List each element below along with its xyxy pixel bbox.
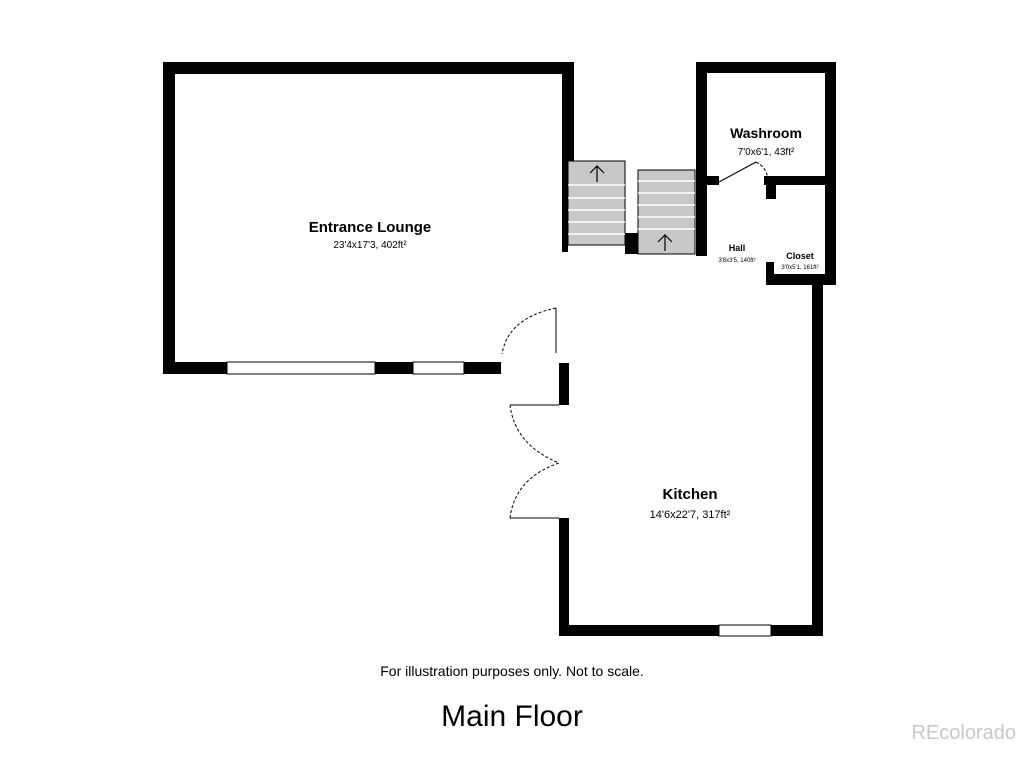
- washroom-door: [718, 161, 769, 183]
- hall-name: Hall: [729, 243, 746, 253]
- lounge-left-wall: [163, 62, 175, 374]
- washroom-walls: [696, 62, 836, 256]
- lounge-right-wall-lower: [562, 162, 568, 252]
- lounge-door: [501, 307, 557, 355]
- lounge-windows: [226, 361, 465, 375]
- kitchen-left-wall: [559, 518, 569, 636]
- floor-title: Main Floor: [441, 700, 583, 733]
- washroom-dims: 7'0x6'1, 43ft²: [738, 147, 795, 158]
- lounge-bottom-wall-seg3: [464, 362, 501, 374]
- closet-right-wall: [825, 176, 836, 284]
- watermark-logo: REcolorado: [911, 722, 1016, 744]
- closet-bottom-wall: [766, 274, 836, 285]
- stair-wall-piece: [625, 233, 638, 254]
- lounge-right-wall: [562, 62, 574, 162]
- stair-up-arrow-icon: [589, 165, 605, 182]
- disclaimer-text: For illustration purposes only. Not to s…: [380, 663, 644, 679]
- kitchen-bottom-wall-left: [559, 625, 719, 636]
- washroom-top-wall: [696, 62, 836, 73]
- washroom-bottom-wall-left: [707, 176, 719, 185]
- kitchen-double-door: [509, 404, 560, 519]
- hall-dims: 3'8x3'5, 140ft²: [718, 258, 755, 264]
- closet-bottom-stub: [766, 262, 774, 274]
- kitchen-name: Kitchen: [662, 486, 717, 503]
- lounge-top-wall: [163, 62, 574, 74]
- kitchen-window: [718, 624, 772, 637]
- lounge-bottom-wall-seg1: [163, 362, 227, 374]
- closet-walls: [766, 176, 836, 285]
- stairs-left: [567, 160, 626, 246]
- closet-left-wall: [766, 185, 776, 199]
- kitchen-dims: 14'6x22'7, 317ft²: [650, 509, 731, 521]
- entrance-lounge-walls: [163, 62, 574, 374]
- washroom-name: Washroom: [730, 125, 802, 141]
- kitchen-left-wall-mid: [559, 363, 569, 405]
- washroom-right-wall: [825, 62, 836, 185]
- stairs-right: [637, 169, 696, 255]
- lounge-bottom-wall-seg2: [375, 362, 413, 374]
- stair-up-arrow-icon: [657, 234, 673, 251]
- washroom-bottom-wall-right: [764, 176, 836, 185]
- closet-dims: 3'0x5'1, 161ft²: [781, 265, 818, 271]
- closet-name: Closet: [786, 251, 814, 261]
- washroom-left-wall: [696, 62, 707, 256]
- kitchen-walls: [559, 284, 823, 636]
- kitchen-right-wall: [812, 284, 823, 636]
- entrance-lounge-dims: 23'4x17'3, 402ft²: [333, 240, 407, 251]
- entrance-lounge-name: Entrance Lounge: [309, 219, 432, 236]
- window: [412, 361, 465, 375]
- kitchen-bottom-wall-right: [771, 625, 823, 636]
- window: [226, 361, 376, 375]
